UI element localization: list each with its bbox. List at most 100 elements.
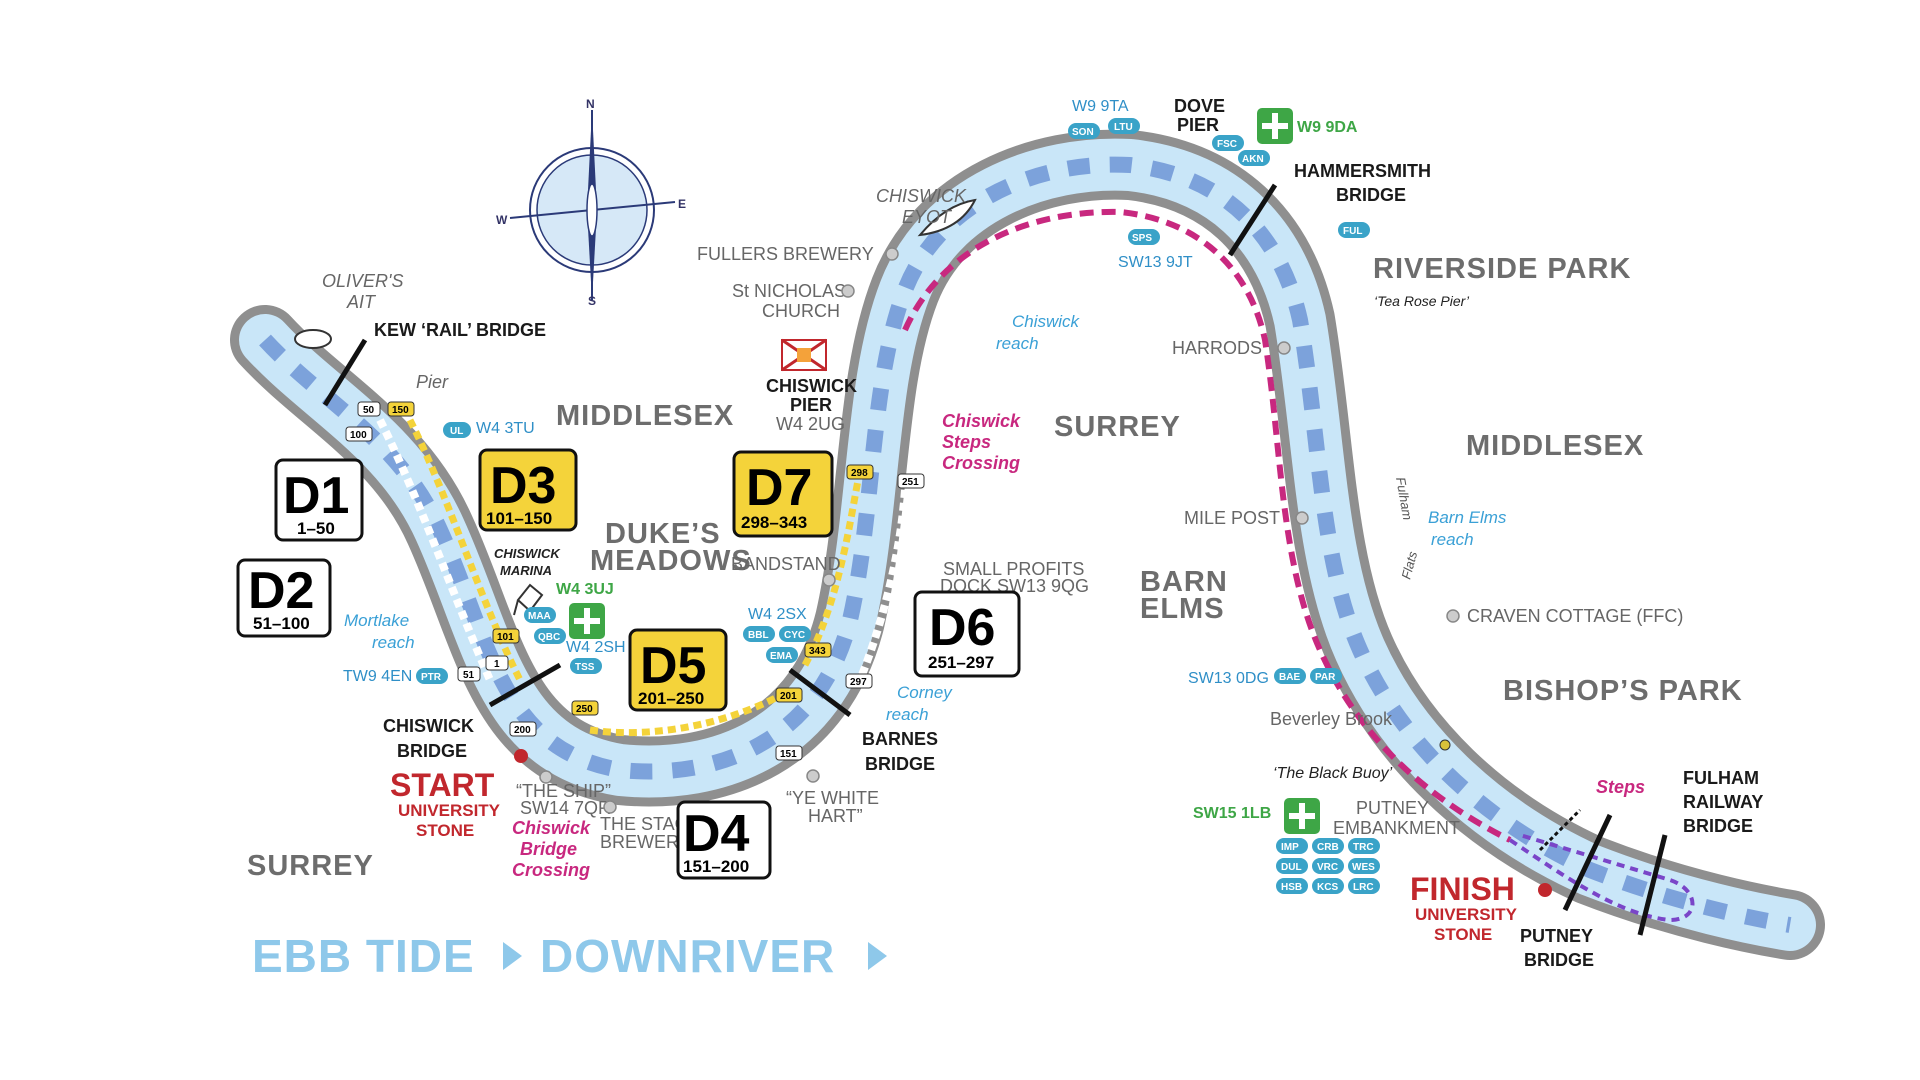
svg-text:FUL: FUL [1343,226,1362,237]
w4-3tu-label: W4 3TU [476,420,535,437]
yellow-chevron-lane-3 [801,469,864,667]
pill-wes: WES [1348,858,1380,874]
marker-100: 100 [345,426,373,442]
the-ship-dot [539,770,553,784]
svg-text:D2: D2 [248,562,314,620]
svg-text:PAR: PAR [1315,672,1336,683]
svg-text:BBL: BBL [748,630,769,641]
fulham-rail-bridge-line [1637,834,1668,936]
pill-ul: UL [443,422,471,438]
mortlake-reach-2: reach [372,633,415,652]
compass-rose: N E S W [496,97,686,308]
chiswick-marina-label-1: CHISWICK [494,546,561,561]
footer-banner: EBB TIDE DOWNRIVER [252,930,887,982]
svg-text:D4: D4 [683,805,750,863]
pill-trc: TRC [1348,838,1380,854]
w4-3uj-label: W4 3UJ [556,581,614,598]
chevron-right-icon [503,942,522,970]
barn-elms-reach-1: Barn Elms [1428,508,1507,527]
start-label: START [390,767,495,803]
division-d2: D2 51–100 [236,558,332,638]
marker-50: 50 [357,401,381,417]
chiswick-marina-label-2: MARINA [500,563,552,578]
position-markers: 50 150 100 101 1 51 200 250 201 151 298 … [345,401,925,761]
svg-text:LTU: LTU [1114,122,1133,133]
dove-pier-label-1: DOVE [1174,96,1225,116]
finish-label: FINISH [1410,871,1515,907]
svg-text:298: 298 [851,468,868,479]
stag-brewery-label-2: BREWERY [600,832,691,852]
svg-text:1: 1 [494,659,500,670]
chiswick-bridge-crossing-1: Chiswick [512,818,591,838]
sw13-9jt-label: SW13 9JT [1118,254,1193,271]
svg-text:SPS: SPS [1132,233,1152,244]
white-chevron-lane-2 [856,489,909,682]
svg-text:PTR: PTR [421,672,442,683]
svg-text:1–50: 1–50 [297,519,335,538]
putney-bridge-label-2: BRIDGE [1524,950,1594,970]
pier-label: Pier [416,372,449,392]
region-middlesex-left: MIDDLESEX [556,400,734,432]
pill-crb: CRB [1312,838,1344,854]
pill-son: SON [1068,123,1100,139]
svg-text:343: 343 [809,646,826,657]
marker-250: 250 [571,700,599,716]
division-d4: D4 151–200 [676,800,772,880]
svg-text:51–100: 51–100 [253,614,310,633]
marker-151: 151 [775,745,803,761]
svg-text:151: 151 [780,749,797,760]
compass-w: W [496,213,508,227]
marker-343: 343 [804,642,832,658]
division-d3: D3 101–150 [478,448,578,532]
barn-elms-label-2: ELMS [1140,593,1225,625]
svg-text:D3: D3 [490,457,556,515]
riverside-park-label: RIVERSIDE PARK [1373,253,1631,285]
eyot-island [917,198,977,237]
svg-text:VRC: VRC [1317,862,1338,873]
chiswick-bridge-line [488,662,562,708]
fulham-flats-label-2: Flats [1398,549,1420,581]
rowing-boat-icon [586,183,598,237]
fulham-railway-bridge-3: BRIDGE [1683,816,1753,836]
mile-post-dot [1295,511,1309,525]
magenta-crossing-lane [902,208,1512,843]
pill-maa: MAA [524,607,556,623]
pill-qbc: QBC [534,628,566,644]
hammersmith-bridge-line [1227,183,1278,257]
compass-n: N [586,97,595,111]
stag-brewery-dot [603,800,617,814]
w4-2sh-label: W4 2SH [566,639,626,656]
kew-bridge-label: KEW ‘RAIL’ BRIDGE [374,320,546,340]
pill-imp: IMP [1276,838,1308,854]
dukes-meadows-label-1: DUKE’S [605,518,721,550]
hammersmith-bridge-label-2: BRIDGE [1336,185,1406,205]
svg-text:D7: D7 [746,459,812,517]
pill-vrc: VRC [1312,858,1344,874]
hammersmith-bridge-label-1: HAMMERSMITH [1294,161,1431,181]
steps-label: Steps [1596,777,1645,797]
barnes-bridge-label-1: BARNES [862,729,938,749]
pill-bae: BAE [1274,668,1306,684]
marina-icon [513,583,544,616]
pill-ful: FUL [1338,222,1370,238]
tea-rose-pier-label: ‘Tea Rose Pier’ [1374,293,1470,309]
chiswick-bridge-crossing-3: Crossing [512,860,590,880]
mortlake-reach-1: Mortlake [344,611,409,630]
pill-kcs: KCS [1312,878,1344,894]
marker-297: 297 [845,673,873,689]
svg-text:150: 150 [392,405,409,416]
bandstand-dot [822,573,836,587]
chiswick-steps-crossing-1: Chiswick [942,411,1021,431]
bishops-park-label: BISHOP’S PARK [1503,675,1743,707]
olivers-ait-label-2: AIT [346,292,377,312]
svg-text:200: 200 [514,725,531,736]
university-stone-finish-2: STONE [1434,925,1492,944]
chiswick-reach-2: reach [996,334,1039,353]
the-ship-label-2: SW14 7QR [520,798,611,818]
marker-51: 51 [457,666,481,682]
region-surrey-left: SURREY [247,850,374,882]
chiswick-pier-label-2: PIER [790,395,832,415]
w9-9ta-label: W9 9TA [1072,98,1129,115]
first-aid-icon-sw15 [1284,798,1320,834]
svg-text:151–200: 151–200 [683,857,749,876]
